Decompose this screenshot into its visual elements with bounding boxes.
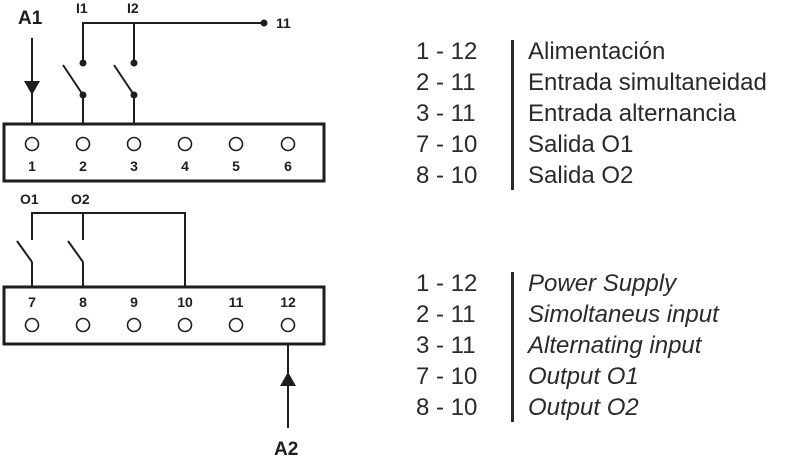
legend-divider — [511, 40, 514, 190]
bottom-terminal-number: 12 — [280, 294, 296, 310]
bottom-terminal-hole — [280, 317, 296, 333]
terminal-description: Entrada alternancia — [528, 100, 737, 127]
terminal-pair: 7 - 10 — [416, 363, 478, 390]
i2-contact-bottom — [130, 91, 138, 99]
bottom-terminal-hole — [24, 317, 40, 333]
top-terminal-hole — [177, 136, 193, 152]
terminal-description: Output O2 — [528, 394, 639, 421]
top-terminal-number: 3 — [130, 158, 138, 174]
o1-switch-blade — [16, 240, 33, 263]
bottom-terminal-hole — [228, 317, 244, 333]
i2-label: I2 — [127, 0, 139, 16]
terminal-description: Alimentación — [528, 38, 666, 65]
legend-row: 8 - 10 Output O2 — [416, 392, 719, 423]
a2-arrow-icon — [280, 372, 296, 386]
terminal-description: Power Supply — [528, 270, 677, 297]
a1-arrow-icon — [24, 81, 40, 95]
legend-row: 7 - 10 Output O1 — [416, 361, 719, 392]
a1-label: A1 — [18, 8, 43, 29]
terminal-pair: 7 - 10 — [416, 131, 478, 158]
legend-english: 1 - 12 Power Supply 2 - 11 Simoltaneus inpu… — [416, 268, 719, 423]
a2-label: A2 — [274, 439, 298, 458]
o2-label: O2 — [71, 191, 90, 207]
legend-row: 1 - 12 Power Supply — [416, 268, 719, 299]
top-terminal-hole — [280, 136, 296, 152]
output-common-wire — [31, 212, 186, 287]
top-terminal-hole — [24, 136, 40, 152]
o1-label: O1 — [20, 191, 39, 207]
terminal-pair: 3 - 11 — [416, 332, 476, 359]
terminal-pair: 3 - 11 — [416, 100, 476, 127]
terminal-pair: 2 - 11 — [416, 301, 476, 328]
o2-switch-blade — [67, 240, 84, 263]
i1-contact-top — [79, 59, 87, 67]
legend-row: 2 - 11 Entrada simultaneidad — [416, 67, 767, 98]
bottom-terminal-number: 7 — [28, 294, 36, 310]
bottom-terminal-hole — [75, 317, 91, 333]
bottom-terminal-hole — [126, 317, 142, 333]
i1-contact-bottom — [79, 91, 87, 99]
terminal-pair: 1 - 12 — [416, 270, 478, 297]
terminal-description: Salida O1 — [528, 131, 634, 158]
terminal-description: Entrada simultaneidad — [528, 69, 767, 96]
legend-row: 1 - 12 Alimentación — [416, 36, 767, 67]
terminal-description: Simoltaneus input — [528, 301, 719, 328]
terminal-11-dot — [260, 19, 268, 27]
top-terminal-block — [2, 122, 326, 183]
legend-row: 7 - 10 Salida O1 — [416, 129, 767, 160]
bottom-terminal-hole — [177, 317, 193, 333]
legend-row: 2 - 11 Simoltaneus input — [416, 299, 719, 330]
terminal-pair: 8 - 10 — [416, 394, 478, 421]
i1-switch-blade — [62, 64, 84, 96]
bottom-terminal-number: 10 — [177, 294, 193, 310]
bottom-terminal-number: 8 — [79, 294, 87, 310]
i2-contact-top — [130, 59, 138, 67]
legend-spanish: 1 - 12 Alimentación 2 - 11 Entrada simultan… — [416, 36, 767, 191]
input-common-wire — [82, 22, 264, 62]
legend-divider — [511, 272, 514, 422]
top-terminal-number: 2 — [79, 158, 87, 174]
i2-switch-blade — [113, 64, 135, 96]
legend-row: 3 - 11 Alternating input — [416, 330, 719, 361]
bottom-terminal-number: 9 — [130, 294, 138, 310]
terminal-pair: 8 - 10 — [416, 162, 478, 189]
top-terminal-number: 5 — [232, 158, 240, 174]
legend-row: 8 - 10 Salida O2 — [416, 160, 767, 191]
top-terminal-hole — [228, 136, 244, 152]
top-terminal-number: 6 — [284, 158, 292, 174]
legend-row: 3 - 11 Entrada alternancia — [416, 98, 767, 129]
i1-label: I1 — [76, 0, 88, 16]
top-terminal-number: 4 — [181, 158, 189, 174]
top-terminal-number: 1 — [28, 158, 36, 174]
bottom-terminal-number: 11 — [229, 294, 244, 310]
terminal-11-label: 11 — [276, 15, 291, 31]
top-terminal-hole — [126, 136, 142, 152]
bottom-terminal-block — [2, 285, 326, 346]
terminal-pair: 1 - 12 — [416, 38, 478, 65]
terminal-description: Output O1 — [528, 363, 639, 390]
terminal-description: Salida O2 — [528, 162, 634, 189]
terminal-description: Alternating input — [528, 332, 702, 359]
terminal-pair: 2 - 11 — [416, 69, 476, 96]
top-terminal-hole — [75, 136, 91, 152]
